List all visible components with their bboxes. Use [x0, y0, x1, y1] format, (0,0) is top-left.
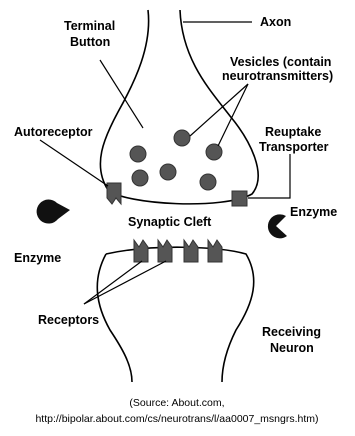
- vesicle: [160, 164, 176, 180]
- receptor-icon: [184, 240, 198, 262]
- label-enzyme-right: Enzyme: [290, 205, 337, 219]
- label-transporter: Transporter: [259, 140, 329, 154]
- enzyme-icon: [268, 214, 287, 238]
- pointer-terminal-button: [100, 60, 143, 128]
- receptor-icon: [158, 240, 172, 262]
- pointer-autoreceptor: [40, 140, 108, 186]
- receptor-icon: [134, 240, 148, 262]
- source-line1: (Source: About.com,: [129, 397, 224, 409]
- receptor-icon: [208, 240, 222, 262]
- label-vesicles-line2: neurotransmitters): [222, 69, 333, 83]
- label-reuptake: Reuptake: [265, 125, 321, 139]
- receiving-neuron-outline: [97, 254, 132, 382]
- vesicle: [174, 130, 190, 146]
- label-neuron: Neuron: [270, 341, 314, 355]
- reuptake-transporter-icon: [232, 191, 247, 206]
- pointer-receptors-a: [84, 261, 142, 304]
- label-terminal: Terminal: [64, 19, 115, 33]
- vesicle: [130, 146, 146, 162]
- label-receptors: Receptors: [38, 313, 99, 327]
- terminal-button-outline: [100, 10, 258, 204]
- label-button: Button: [70, 35, 110, 49]
- label-autoreceptor: Autoreceptor: [14, 125, 93, 139]
- autoreceptor-icon: [107, 183, 121, 204]
- pointer-vesicles-b: [218, 84, 248, 146]
- label-axon: Axon: [260, 15, 291, 29]
- enzyme-icon: [37, 200, 70, 224]
- vesicle: [200, 174, 216, 190]
- pointer-receptors-b: [84, 261, 166, 304]
- source-line2: http://bipolar.about.com/cs/neurotrans/l…: [35, 413, 318, 425]
- label-synaptic-cleft: Synaptic Cleft: [128, 215, 212, 229]
- vesicle: [206, 144, 222, 160]
- vesicle: [132, 170, 148, 186]
- label-vesicles-line1: Vesicles (contain: [230, 55, 331, 69]
- label-enzyme-left: Enzyme: [14, 251, 61, 265]
- label-receiving: Receiving: [262, 325, 321, 339]
